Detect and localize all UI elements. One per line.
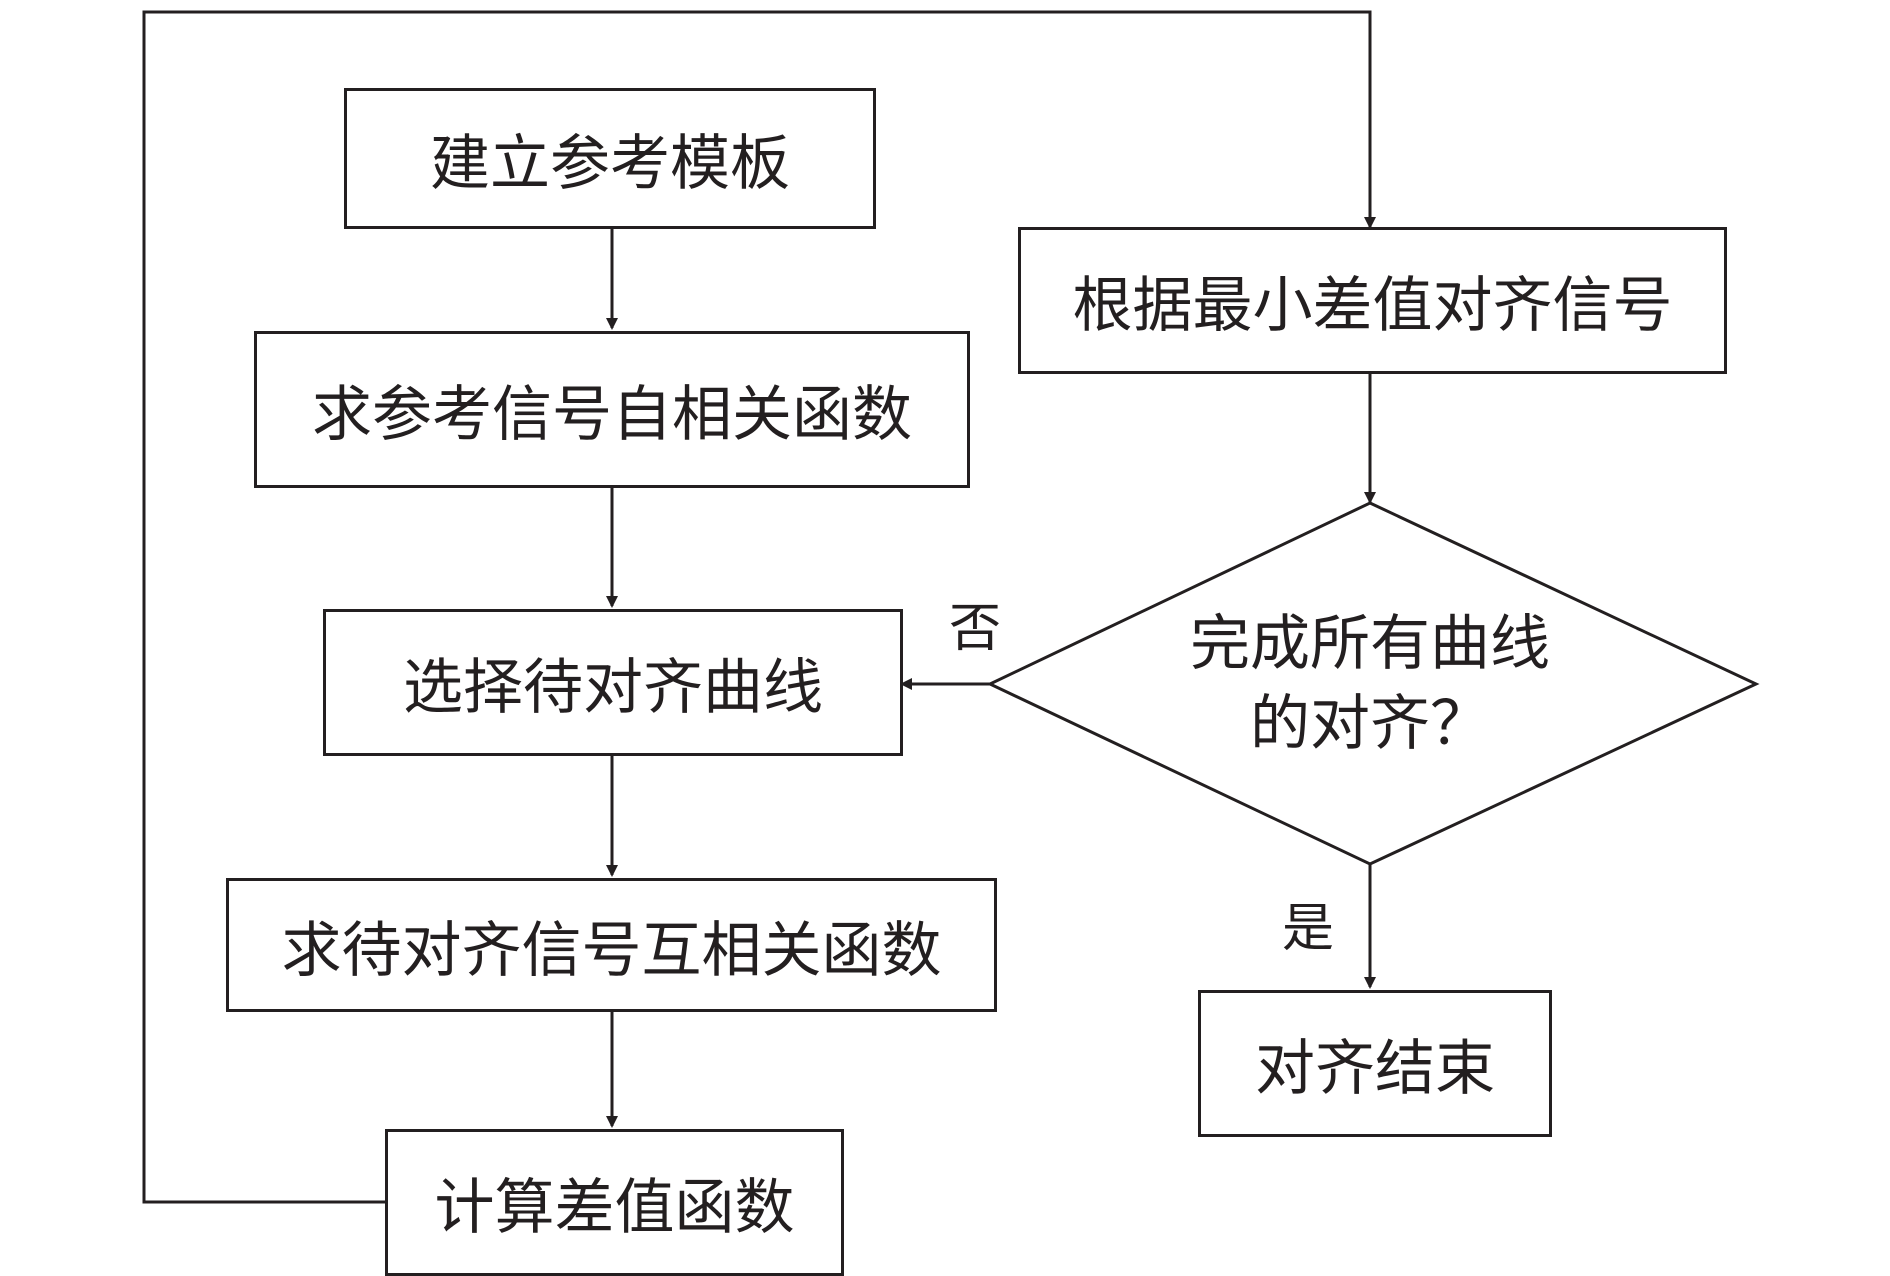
node-difference: 计算差值函数	[385, 1129, 844, 1276]
node-end-label: 对齐结束	[1255, 1034, 1495, 1104]
decision-diamond	[986, 501, 1760, 866]
node-crosscorrelation: 求待对齐信号互相关函数	[226, 878, 997, 1012]
node-decision: 完成所有曲线 的对齐？	[1130, 604, 1610, 764]
node-autocorrelation: 求参考信号自相关函数	[254, 331, 970, 488]
edge-label-yes: 是	[1281, 898, 1334, 959]
node-decision-line2: 的对齐？	[1250, 689, 1490, 759]
node-autocorrelation-label: 求参考信号自相关函数	[312, 380, 912, 450]
arrow-difference-to-align	[142, 10, 1376, 1204]
node-build-template: 建立参考模板	[344, 88, 876, 229]
node-crosscorrelation-label: 求待对齐信号互相关函数	[281, 915, 942, 986]
node-decision-line1: 完成所有曲线	[1190, 609, 1550, 679]
node-difference-label: 计算差值函数	[434, 1173, 795, 1243]
node-select-curve: 选择待对齐曲线	[323, 609, 903, 756]
node-align-by-min-label: 根据最小差值对齐信号	[1072, 271, 1673, 341]
node-build-template-label: 建立参考模板	[430, 129, 790, 199]
node-end: 对齐结束	[1198, 990, 1552, 1137]
edge-label-no: 否	[948, 598, 1001, 659]
node-select-curve-label: 选择待对齐曲线	[403, 653, 823, 723]
node-align-by-min: 根据最小差值对齐信号	[1018, 227, 1727, 374]
